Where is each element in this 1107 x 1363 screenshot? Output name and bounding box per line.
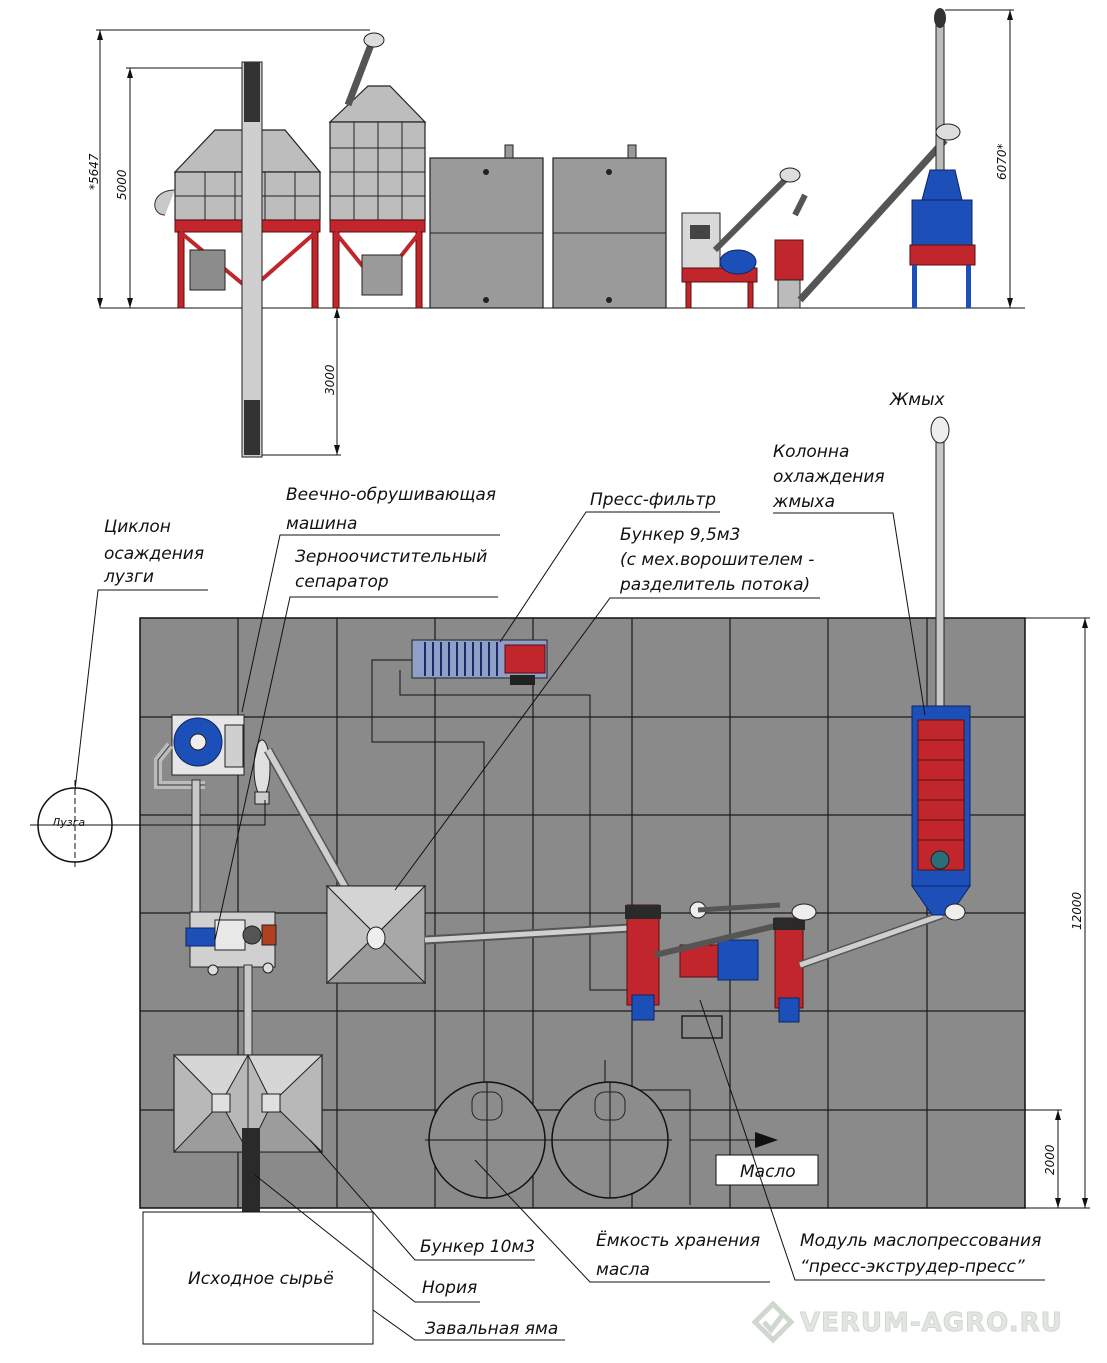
- elevation-bucket-elevator: [241, 61, 263, 458]
- plan-press-1: [625, 904, 661, 1021]
- dimension-5000: 5000: [115, 67, 245, 308]
- cooling-column-label-1: Колонна: [773, 442, 849, 462]
- plan-extruder: [654, 901, 801, 1039]
- oil-storage-label-1: Ёмкость хранения: [596, 1230, 760, 1251]
- plan-bunker-10: [172, 1054, 324, 1218]
- label-press-filter: Пресс-фильтр: [499, 490, 720, 643]
- dimension-3000: 3000: [250, 308, 341, 456]
- plan-view: 12000 2000: [139, 416, 1090, 1218]
- plan-pipe-separator-bunker10: [243, 964, 253, 1061]
- press-module-label-2: “пресс-экструдер-пресс”: [800, 1257, 1025, 1277]
- oil-output-label: Масло: [740, 1162, 796, 1182]
- elevation-huller-silo: [154, 129, 322, 309]
- label-cooling-column: Колонна охлаждения жмыха: [772, 442, 926, 716]
- plan-pipe-huller-separator: [191, 779, 201, 921]
- huller-label-2: машина: [286, 514, 357, 534]
- dimension-12000: 12000: [1025, 617, 1090, 1209]
- label-bunker-95: Бункер 9,5м3 (с мех.ворошителем - раздел…: [394, 525, 820, 891]
- separator-label-2: сепаратор: [295, 572, 389, 592]
- dimension-2000: 2000: [1025, 1109, 1062, 1208]
- cyclone-label-1: Циклон: [104, 517, 171, 537]
- label-press-module: Модуль маслопрессования “пресс-экструдер…: [699, 999, 1045, 1281]
- elevation-bunker-9-5: [328, 32, 427, 309]
- watermark: VERUM-AGRO.RU: [751, 1300, 1063, 1344]
- dimension-5647-label: *5647: [87, 153, 101, 190]
- dimension-3000-label: 3000: [323, 364, 337, 395]
- oil-pipelines: [371, 659, 760, 1205]
- label-oil-storage: Ёмкость хранения масла: [474, 1159, 770, 1283]
- dimension-12000-label: 12000: [1070, 891, 1084, 930]
- husk-output: Лузга: [30, 780, 266, 870]
- separator-label-1: Зерноочистительный: [295, 547, 487, 567]
- oil-output-box: [715, 1154, 819, 1186]
- huller-label-1: Веечно-обрушивающая: [286, 485, 496, 505]
- elevation-oil-tanks: [429, 144, 667, 309]
- husk-label: Лузга: [51, 816, 85, 829]
- dimension-5000-label: 5000: [115, 169, 129, 200]
- label-pit: Завальная яма: [372, 1309, 565, 1341]
- watermark-text: VERUM-AGRO.RU: [800, 1308, 1063, 1338]
- press-filter-label: Пресс-фильтр: [590, 490, 716, 510]
- raw-material-label: Исходное сырьё: [188, 1269, 334, 1289]
- bunker95-label-1: Бункер 9,5м3: [620, 525, 740, 545]
- meal-label: Жмых: [889, 390, 946, 410]
- raw-material-box: [142, 1211, 374, 1345]
- dimension-2000-label: 2000: [1043, 1144, 1057, 1175]
- cyclone-label-3: лузги: [103, 567, 154, 587]
- plan-bunker-9-5: [325, 884, 427, 985]
- label-bunker-10: Бункер 10м3: [309, 1139, 535, 1261]
- cooling-column-label-3: жмыха: [772, 492, 835, 512]
- plan-oil-storage-tanks: [425, 1081, 672, 1199]
- plan-press-filter: [411, 639, 548, 685]
- bunker95-label-2: (с мех.ворошителем -: [620, 550, 814, 570]
- dimension-6070-label: 6070*: [995, 143, 1009, 180]
- watermark-logo-icon: [751, 1300, 795, 1344]
- elevator-label: Нория: [422, 1278, 477, 1298]
- elevation-view: *5647 5000 3000 6070*: [87, 8, 1025, 458]
- label-cyclone: Циклон осаждения лузги: [74, 517, 208, 791]
- pit-label: Завальная яма: [425, 1319, 558, 1339]
- cyclone-label-2: осаждения: [104, 544, 204, 564]
- label-huller: Веечно-обрушивающая машина: [241, 485, 500, 713]
- elevation-press-module: [681, 167, 808, 309]
- elevation-cooling-column: [797, 8, 976, 308]
- label-separator: Зерноочистительный сепаратор: [214, 547, 498, 941]
- cooling-column-label-2: охлаждения: [773, 467, 885, 487]
- oil-arrow-icon: [755, 1132, 778, 1148]
- label-zhmyh: Жмых: [889, 390, 946, 410]
- plan-press-2: [773, 903, 817, 1023]
- bunker10-label: Бункер 10м3: [420, 1237, 535, 1257]
- plan-grain-separator: [185, 911, 277, 976]
- press-module-label-1: Модуль маслопрессования: [800, 1231, 1041, 1251]
- label-noriya: Нория: [254, 1174, 480, 1303]
- oil-storage-label-2: масла: [596, 1260, 650, 1280]
- dimension-5647: *5647: [87, 29, 370, 308]
- plan-huller-machine: [154, 714, 245, 789]
- bunker95-label-3: разделитель потока): [619, 575, 810, 595]
- dimension-6070: 6070*: [945, 9, 1014, 308]
- plan-cooling-column: [911, 416, 971, 921]
